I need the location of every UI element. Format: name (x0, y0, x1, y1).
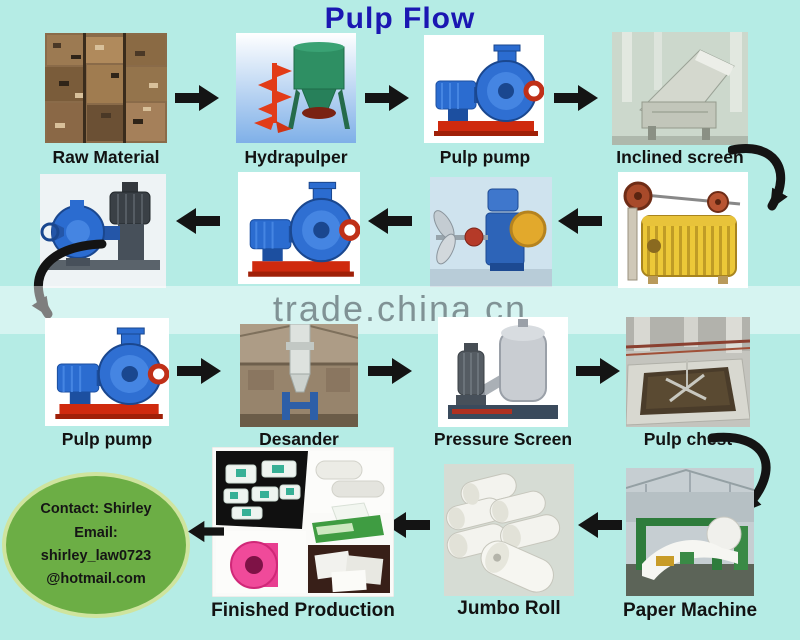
stage-label: Pressure Screen (433, 429, 573, 449)
stage-finished-production (212, 447, 394, 597)
stage-pulp-chest (626, 317, 750, 427)
stage-chain-screen (618, 172, 748, 288)
arrow-left-icon (176, 206, 220, 236)
paper-machine-image (626, 468, 754, 596)
agitator-image (430, 177, 552, 287)
arrow-left-icon (386, 510, 430, 540)
contact-line: @hotmail.com (46, 571, 146, 588)
stage-pulp-pump-3 (45, 318, 169, 426)
hydrapulper-image (236, 33, 356, 143)
stage-hydrapulper (236, 33, 356, 143)
jumbo-roll-image (444, 464, 574, 596)
contact-line: Email: (74, 524, 118, 541)
stage-raw-material (45, 33, 167, 143)
stage-desander (240, 324, 358, 427)
contact-line: Contact: Shirley (40, 501, 152, 518)
chain-screen-image (618, 172, 748, 288)
arrow-right-icon (177, 356, 221, 386)
desander-image (240, 324, 358, 427)
arrow-left-icon (188, 518, 224, 545)
stage-label: Desander (259, 429, 339, 449)
arrow-right-icon (365, 83, 409, 113)
stage-label: Hydrapulper (244, 147, 348, 167)
pulp-pump-image (45, 318, 169, 426)
arrow-right-icon (368, 356, 412, 386)
stage-label: Jumbo Roll (457, 598, 561, 619)
curved-arrow-down-icon (18, 238, 110, 324)
stage-pulp-pump-1 (424, 35, 544, 143)
stage-label: Pulp pump (439, 147, 531, 167)
stage-label: Paper Machine (622, 600, 758, 621)
arrow-left-icon (578, 510, 622, 540)
stage-label: Finished Production (211, 600, 395, 621)
contact-ellipse: Contact: Shirley Email: shirley_law0723 … (2, 472, 190, 618)
inclined-screen-image (612, 32, 748, 145)
stage-label: Inclined screen (616, 147, 744, 167)
pulp-chest-image (626, 317, 750, 427)
contact-line: shirley_law0723 (40, 548, 152, 564)
diagram-title: Pulp Flow (324, 2, 476, 35)
curved-arrow-down-icon (728, 142, 796, 220)
stage-agitator (430, 177, 552, 287)
arrow-right-icon (576, 356, 620, 386)
stage-label: Raw Material (52, 147, 160, 167)
stage-label: Pulp pump (61, 429, 153, 449)
raw-material-image (45, 33, 167, 143)
stage-paper-machine (626, 468, 754, 596)
finished-production-image (212, 447, 394, 597)
arrow-right-icon (175, 83, 219, 113)
pulp-pump-image (424, 35, 544, 143)
curved-arrow-down-icon (702, 428, 790, 520)
stage-jumbo-roll (444, 464, 574, 596)
arrow-left-icon (368, 206, 412, 236)
stage-pressure-screen (438, 317, 568, 427)
pressure-screen-image (438, 317, 568, 427)
stage-pulp-pump-2 (238, 172, 360, 284)
arrow-right-icon (554, 83, 598, 113)
stage-inclined-screen (612, 32, 748, 145)
arrow-left-icon (558, 206, 602, 236)
pulp-pump-image (238, 172, 360, 284)
